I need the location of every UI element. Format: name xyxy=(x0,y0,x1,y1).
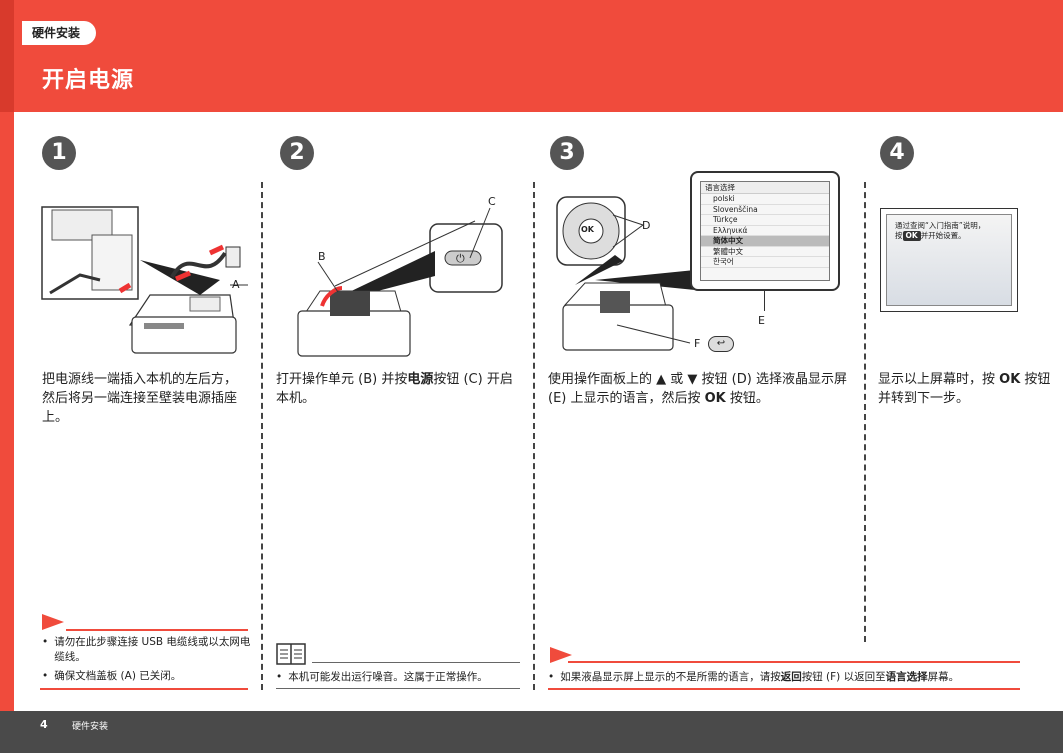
screen4-line1: 通过查阅“入门指南”说明， xyxy=(895,221,986,230)
note-rule-bottom xyxy=(276,688,520,689)
lcd-row: 한국어 xyxy=(701,257,829,268)
section-pill: 硬件安装 xyxy=(22,21,97,45)
ok-badge: OK xyxy=(902,231,921,241)
step2-description: 打开操作单元 (B) 并按电源按钮 (C) 开启本机。 xyxy=(276,372,513,406)
page-number: 4 xyxy=(40,718,48,731)
step-number-3: 3 xyxy=(550,136,584,170)
step1-illustration xyxy=(41,206,248,354)
label-d: D xyxy=(642,219,651,232)
label-a: A xyxy=(232,278,240,291)
lcd-pointer-line xyxy=(764,283,765,311)
lcd-row-selected: 简体中文 xyxy=(701,236,829,247)
step1-description: 把电源线一端插入本机的左后方，然后将另一端连接至壁装电源插座上。 xyxy=(42,372,238,425)
note-col1: •请勿在此步骤连接 USB 电缆线或以太网电缆线。 •确保文档盖板 (A) 已关… xyxy=(42,636,251,682)
caution-flag-icon xyxy=(550,647,572,663)
lcd-row: 繁體中文 xyxy=(701,247,829,257)
lcd-row: Ελληνικά xyxy=(701,226,829,236)
note-col3: •如果液晶显示屏上显示的不是所需的语言，请按返回按钮 (F) 以返回至语言选择屏… xyxy=(548,671,960,683)
note-rule xyxy=(568,661,1020,663)
step-number-1: 1 xyxy=(42,136,76,170)
step-number-2: 2 xyxy=(280,136,314,170)
note-col2: •本机可能发出运行噪音。这属于正常操作。 xyxy=(276,671,488,683)
power-icon: ⏻ xyxy=(456,252,465,265)
step3-description: 使用操作面板上的 ▲ 或 ▼ 按钮 (D) 选择液晶显示屏 (E) 上显示的语言… xyxy=(548,372,847,406)
note-item: 本机可能发出运行噪音。这属于正常操作。 xyxy=(288,671,488,683)
label-b: B xyxy=(318,250,326,263)
note-rule-bottom xyxy=(548,688,1020,690)
page-title: 开启电源 xyxy=(42,68,135,93)
step4-description: 显示以上屏幕时，按 OK 按钮并转到下一步。 xyxy=(878,372,1051,406)
note-item: 确保文档盖板 (A) 已关闭。 xyxy=(54,670,182,682)
step-number-4: 4 xyxy=(880,136,914,170)
footer-bar: 4 硬件安装 xyxy=(0,711,1063,753)
note-rule xyxy=(66,629,248,631)
label-e: E xyxy=(758,314,765,327)
column-divider xyxy=(533,182,535,690)
caution-flag-icon xyxy=(42,614,64,630)
label-c: C xyxy=(488,195,496,208)
note-rule xyxy=(312,662,520,663)
step2-illustration xyxy=(297,207,503,357)
back-button-icon: ↩ xyxy=(708,336,734,352)
lcd-row: Türkçe xyxy=(701,215,829,226)
step3-illustration xyxy=(556,196,695,351)
book-icon xyxy=(276,643,306,665)
lcd-row: polski xyxy=(701,194,829,205)
header-left-bar xyxy=(0,0,14,112)
label-f: F xyxy=(694,337,701,350)
footer-section: 硬件安装 xyxy=(72,722,109,732)
lcd-screen: 语言选择 polski Slovenščina Türkçe Ελληνικά … xyxy=(690,171,840,291)
lcd-row: Slovenščina xyxy=(701,205,829,215)
ok-button: OK xyxy=(581,225,594,234)
left-accent-stripe xyxy=(0,112,14,711)
lcd-header: 语言选择 xyxy=(701,182,829,194)
column-divider xyxy=(864,182,866,642)
note-item: 请勿在此步骤连接 USB 电缆线或以太网电缆线。 xyxy=(54,636,251,663)
header-band: 硬件安装 开启电源 xyxy=(0,0,1063,112)
note-rule-bottom xyxy=(40,688,248,690)
column-divider xyxy=(261,182,263,690)
